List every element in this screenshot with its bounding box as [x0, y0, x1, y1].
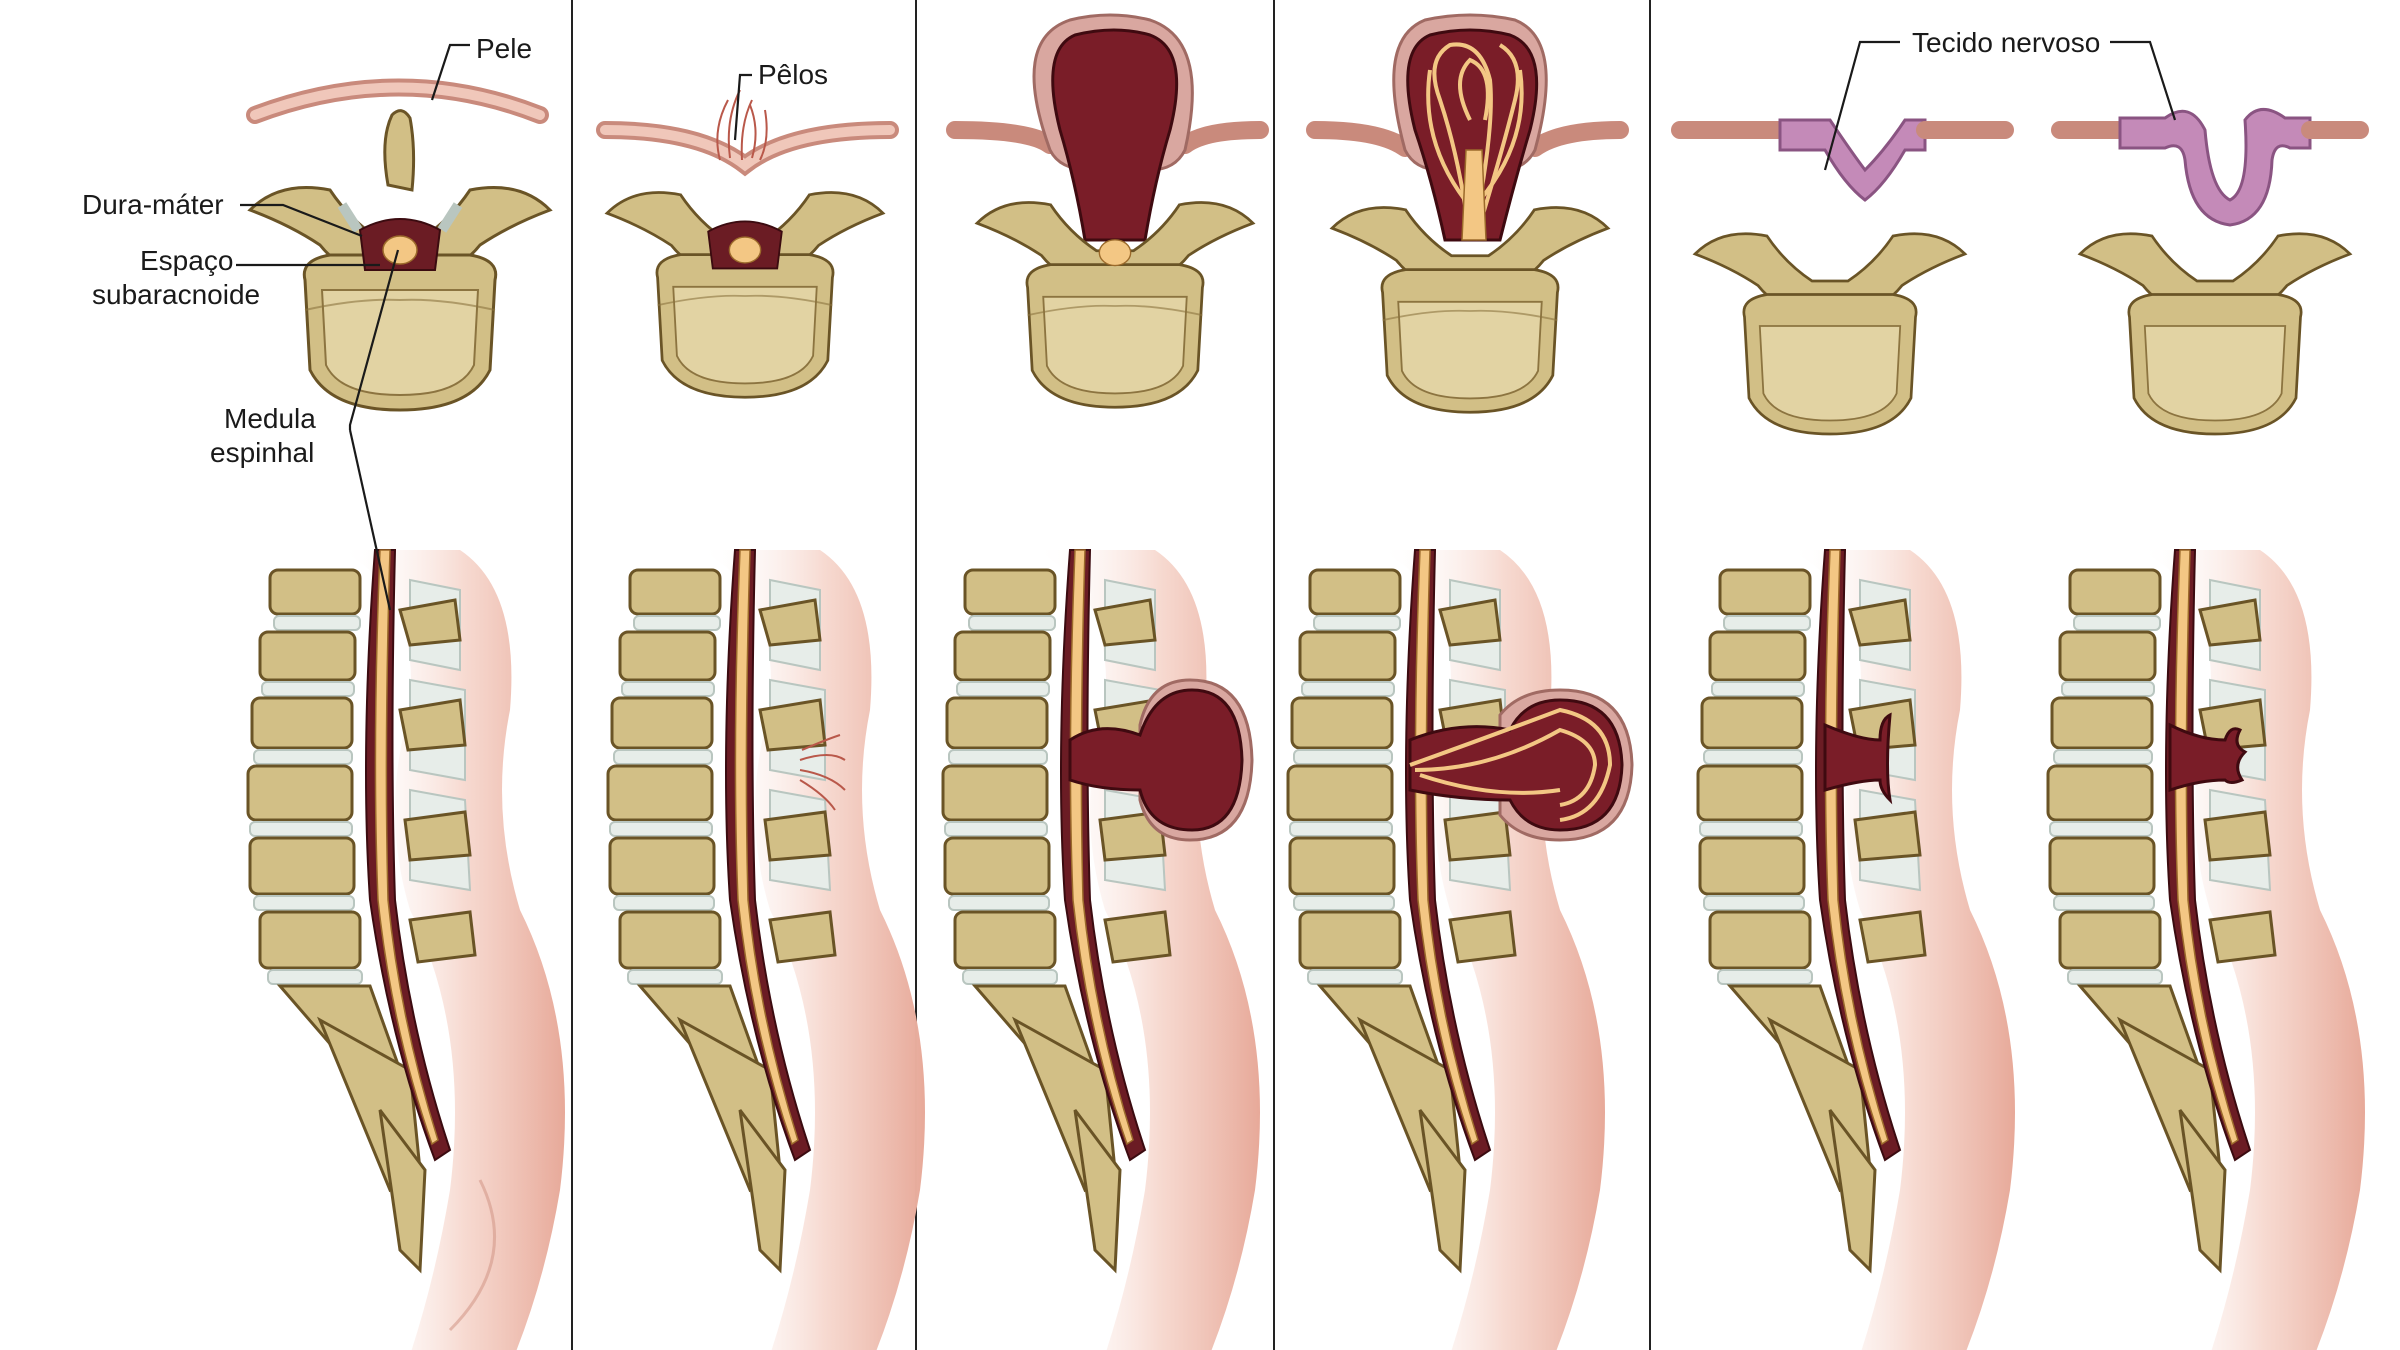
label-medula-line2: espinhal [210, 437, 314, 468]
neural-elements-in-sac [1426, 42, 1524, 241]
neural-tissue-left [1778, 118, 1927, 202]
label-pele: Pele [476, 33, 532, 64]
label-tecido-nervoso: Tecido nervoso [1912, 27, 2100, 58]
neural-tissue-right [2118, 108, 2312, 227]
label-espaco-line1: Espaço [140, 245, 233, 276]
panel-occulta [596, 89, 927, 1350]
label-group: Pele Dura-máter Espaço subaracnoide Medu… [82, 27, 2177, 611]
panel-myeloschisis [1671, 108, 2369, 1350]
label-pelos: Pêlos [758, 59, 828, 90]
hair-tuft-sagittal [799, 734, 846, 811]
spinal-cord-section [382, 235, 418, 265]
panel-normal [246, 78, 567, 1350]
hair-tuft [716, 89, 768, 161]
label-espaco-line2: subaracnoide [92, 279, 260, 310]
panel-myelomeningocele [1286, 13, 1634, 1350]
meningocele-sac [1051, 28, 1179, 242]
label-dura-mater: Dura-máter [82, 189, 224, 220]
panel-meningocele [941, 13, 1269, 1350]
label-medula-line1: Medula [224, 403, 316, 434]
